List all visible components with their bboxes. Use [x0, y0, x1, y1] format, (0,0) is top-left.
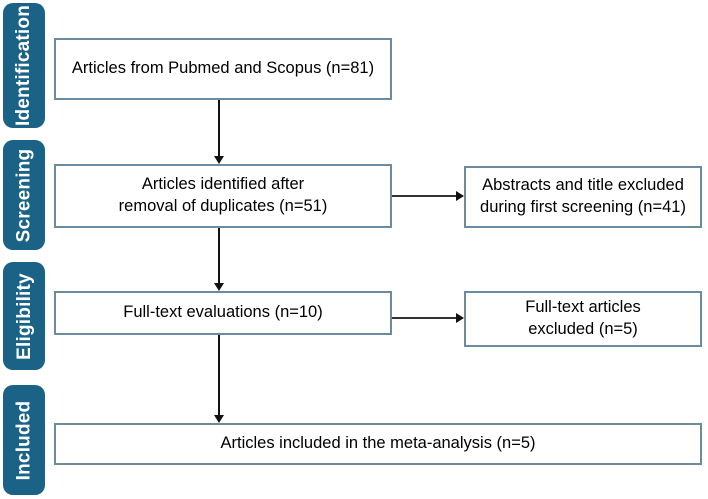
- box-excluded-screening: Abstracts and title excluded during firs…: [464, 166, 702, 228]
- box-included-text: Articles included in the meta-analysis (…: [220, 434, 536, 453]
- box-fulltext-assessed: Full-text evaluations (n=10): [54, 291, 392, 335]
- arrowhead-eligibility-to-excluded: [456, 313, 464, 323]
- connector-identification-to-screening: [218, 100, 220, 156]
- box-after-duplicates: Articles identified after removal of dup…: [54, 164, 392, 228]
- stage-tab-identification-label: Identification: [13, 4, 35, 127]
- arrowhead-identification-to-screening: [214, 156, 224, 164]
- box-fulltext-excluded: Full-text articles excluded (n=5): [464, 291, 702, 347]
- box-records-identified-text: Articles from Pubmed and Scopus (n=81): [71, 59, 375, 78]
- arrowhead-screening-to-eligibility: [214, 283, 224, 291]
- box-records-identified: Articles from Pubmed and Scopus (n=81): [54, 38, 392, 100]
- stage-tab-eligibility-label: Eligibility: [13, 272, 35, 360]
- stage-tab-screening-label: Screening: [13, 148, 35, 242]
- connector-screening-to-eligibility: [218, 228, 220, 283]
- box-included: Articles included in the meta-analysis (…: [54, 423, 702, 465]
- connector-eligibility-to-excluded: [392, 317, 456, 319]
- box-after-duplicates-text: Articles identified after removal of dup…: [118, 175, 328, 215]
- box-fulltext-assessed-text: Full-text evaluations (n=10): [123, 303, 323, 322]
- stage-tab-identification: Identification: [3, 3, 45, 128]
- connector-eligibility-to-included: [218, 335, 220, 415]
- arrowhead-screening-to-excluded: [456, 191, 464, 201]
- arrowhead-eligibility-to-included: [214, 415, 224, 423]
- stage-tab-screening: Screening: [3, 140, 45, 250]
- box-fulltext-excluded-text: Full-text articles excluded (n=5): [525, 298, 641, 338]
- connector-screening-to-excluded: [392, 195, 456, 197]
- stage-tab-eligibility: Eligibility: [3, 262, 45, 370]
- stage-tab-included-label: Included: [13, 400, 35, 480]
- stage-tab-included: Included: [3, 385, 45, 495]
- box-excluded-screening-text: Abstracts and title excluded during firs…: [480, 176, 686, 216]
